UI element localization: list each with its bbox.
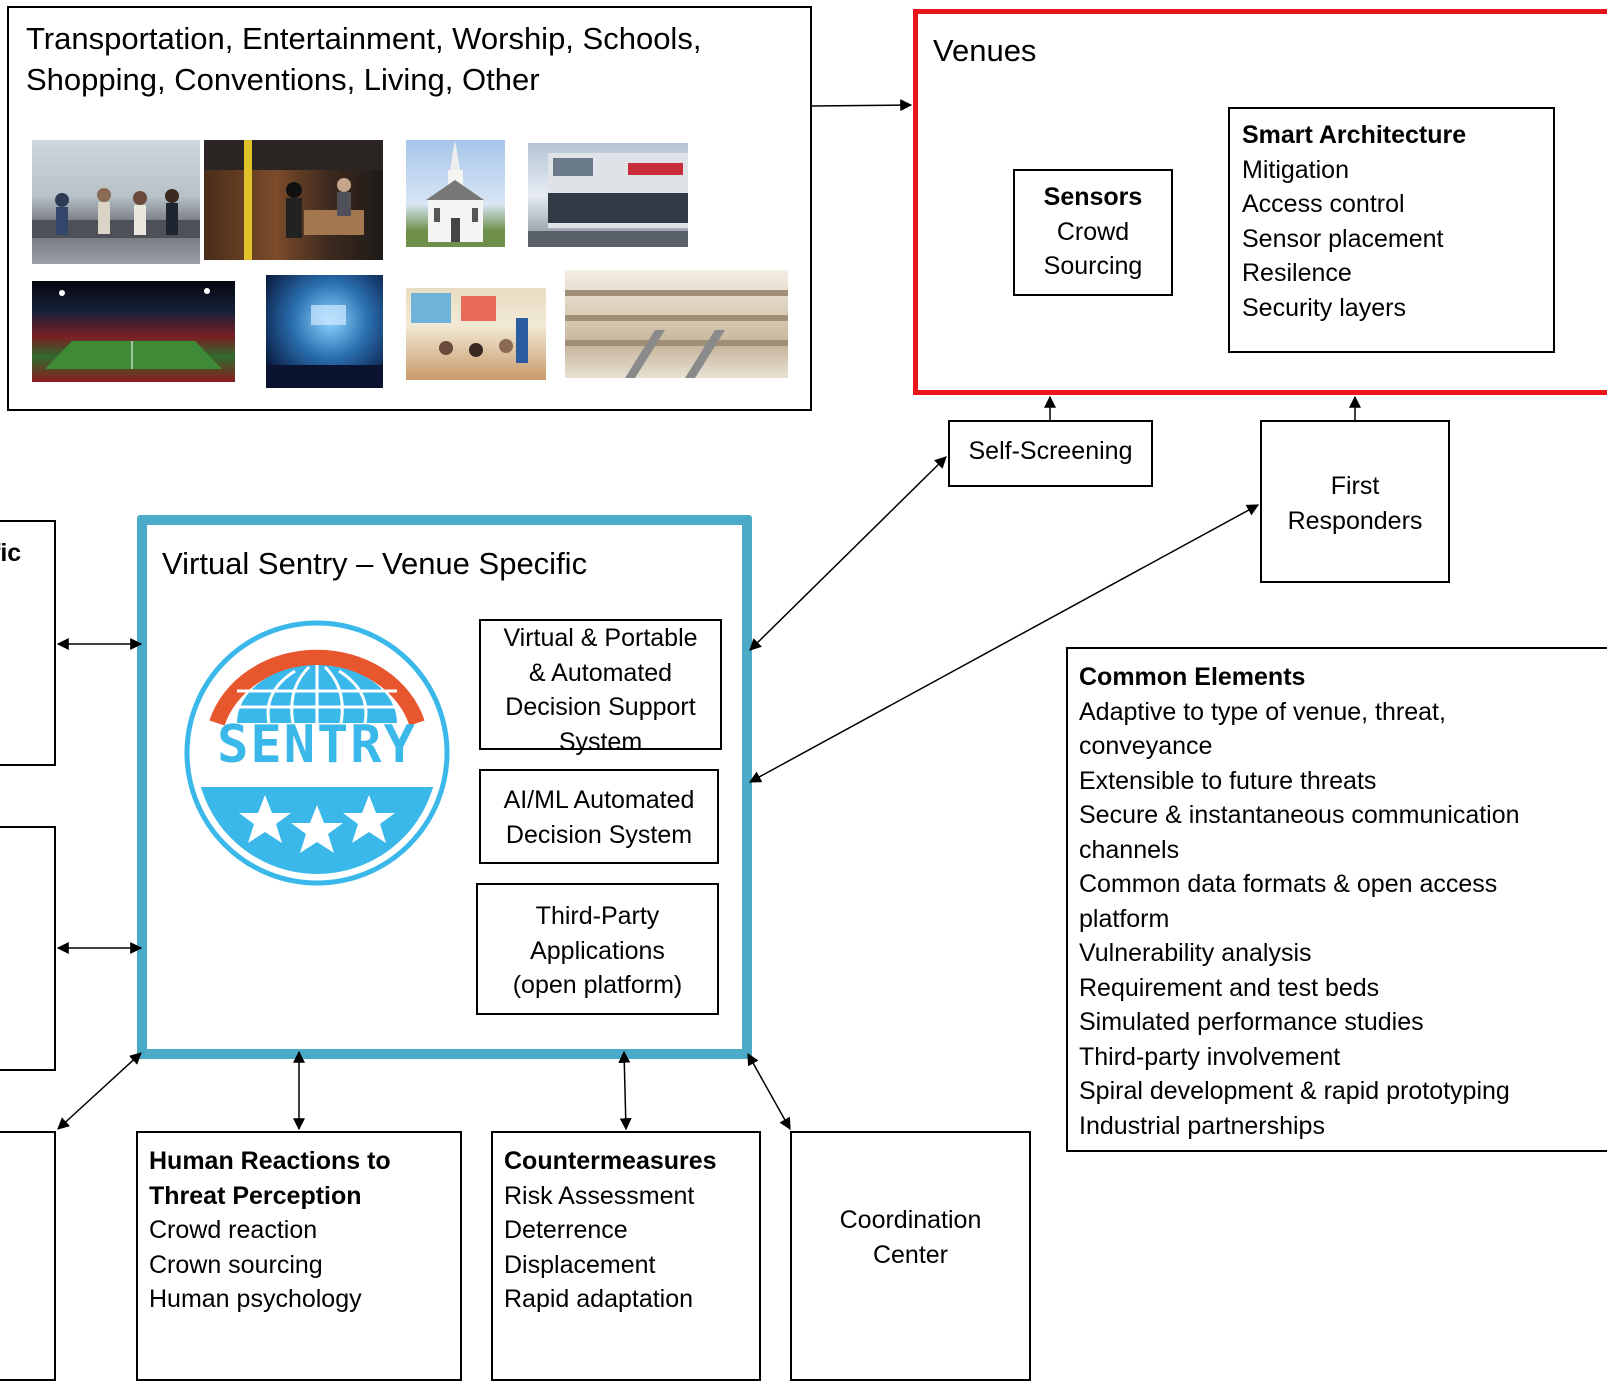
first-responders-line-1: First <box>1330 472 1380 500</box>
sensors-heading: Sensors <box>1043 183 1143 211</box>
human-reactions-item: Crowd reaction <box>149 1216 318 1244</box>
human-reactions-box: Human Reactions to Threat Perception Cro… <box>136 1131 462 1381</box>
left-partial-fragment: fic <box>0 539 22 567</box>
module-line: & Automated <box>528 658 673 687</box>
common-element-line: Simulated performance studies <box>1079 1008 1424 1036</box>
common-element-line: Requirement and test beds <box>1079 973 1380 1002</box>
arrow-left-box-3 <box>57 1052 142 1130</box>
left-partial-box-1: fic <box>0 520 56 766</box>
human-reactions-item: Human psychology <box>149 1285 362 1313</box>
sensors-box: Sensors Crowd Sourcing <box>1013 169 1173 296</box>
coordination-center-box: Coordination Center <box>790 1131 1031 1381</box>
third-party-box: Third-Party Applications (open platform) <box>476 883 719 1015</box>
smart-architecture-box: Smart Architecture Mitigation Access con… <box>1228 107 1555 353</box>
self-screening-box: Self-Screening <box>948 420 1153 487</box>
airport-photo <box>32 140 200 264</box>
countermeasures-box: Countermeasures Risk Assessment Deterren… <box>491 1131 761 1381</box>
stadium-photo <box>32 281 235 382</box>
sentry-logo: SENTRY <box>183 619 451 887</box>
human-reactions-item: Crown sourcing <box>149 1250 323 1279</box>
first-responders-line-2: Responders <box>1287 506 1423 535</box>
common-element-line: channels <box>1079 835 1180 864</box>
mall-photo <box>565 270 788 378</box>
module-line: Decision System <box>505 820 693 849</box>
venues-title: Venues <box>933 33 1037 68</box>
common-element-line: Spiral development & rapid prototyping <box>1079 1077 1510 1105</box>
arena-building-photo <box>528 143 688 247</box>
venue-types-box: Transportation, Entertainment, Worship, … <box>7 6 812 411</box>
human-reactions-heading-2: Threat Perception <box>149 1181 362 1210</box>
virtual-sentry-title: Virtual Sentry – Venue Specific <box>162 546 588 581</box>
module-line: Applications <box>530 936 665 965</box>
church-photo <box>406 140 505 247</box>
venue-types-line-2: Shopping, Conventions, Living, Other <box>26 62 540 97</box>
human-reactions-heading-1: Human Reactions to <box>149 1147 391 1175</box>
smart-item: Mitigation <box>1242 155 1349 184</box>
common-element-line: Third-party involvement <box>1079 1042 1341 1071</box>
concert-photo <box>266 275 383 388</box>
countermeasures-heading: Countermeasures <box>504 1147 717 1175</box>
sensors-line-1: Crowd <box>1056 217 1130 246</box>
self-screening-label: Self-Screening <box>968 437 1133 465</box>
countermeasures-item: Deterrence <box>504 1216 628 1244</box>
common-element-line: Common data formats & open access <box>1079 870 1498 898</box>
module-line: System <box>558 727 643 756</box>
arrow-countermeasures <box>618 1050 632 1131</box>
module-line: Decision Support <box>505 693 696 721</box>
sentry-logo-text: SENTRY <box>217 715 417 775</box>
smart-item: Sensor placement <box>1242 224 1444 253</box>
module-line: Virtual & Portable <box>503 624 698 652</box>
smart-architecture-heading: Smart Architecture <box>1242 121 1467 149</box>
decision-support-box: Virtual & Portable & Automated Decision … <box>479 619 722 756</box>
arrow-sentry-responders <box>748 504 1260 783</box>
first-responders-box: First Responders <box>1260 420 1450 583</box>
venue-types-line-1: Transportation, Entertainment, Worship, … <box>26 21 702 56</box>
module-line: AI/ML Automated <box>503 786 695 814</box>
countermeasures-item: Rapid adaptation <box>504 1285 694 1313</box>
left-partial-box-2 <box>0 826 56 1071</box>
countermeasures-item: Risk Assessment <box>504 1181 695 1210</box>
subway-photo <box>204 140 383 260</box>
classroom-photo <box>406 288 546 380</box>
arrow-coordination <box>747 1052 791 1131</box>
module-line: Third-Party <box>535 902 660 930</box>
countermeasures-item: Displacement <box>504 1250 656 1279</box>
left-partial-box-3 <box>0 1131 56 1381</box>
module-line: (open platform) <box>512 971 683 999</box>
common-element-line: Industrial partnerships <box>1079 1111 1325 1140</box>
coordination-center-line-2: Center <box>872 1240 949 1269</box>
smart-item: Security layers <box>1242 293 1406 322</box>
smart-item: Access control <box>1242 190 1405 218</box>
common-element-line: Vulnerability analysis <box>1079 939 1312 967</box>
common-element-line: Secure & instantaneous communication <box>1079 801 1520 829</box>
arrow-types-to-venues <box>811 99 913 112</box>
smart-item: Resilence <box>1242 259 1352 287</box>
arrow-sentry-selfscreen <box>749 456 947 651</box>
common-element-line: platform <box>1079 904 1170 933</box>
sensors-line-2: Sourcing <box>1043 252 1143 280</box>
coordination-center-line-1: Coordination <box>839 1206 982 1234</box>
ai-ml-box: AI/ML Automated Decision System <box>479 769 719 864</box>
